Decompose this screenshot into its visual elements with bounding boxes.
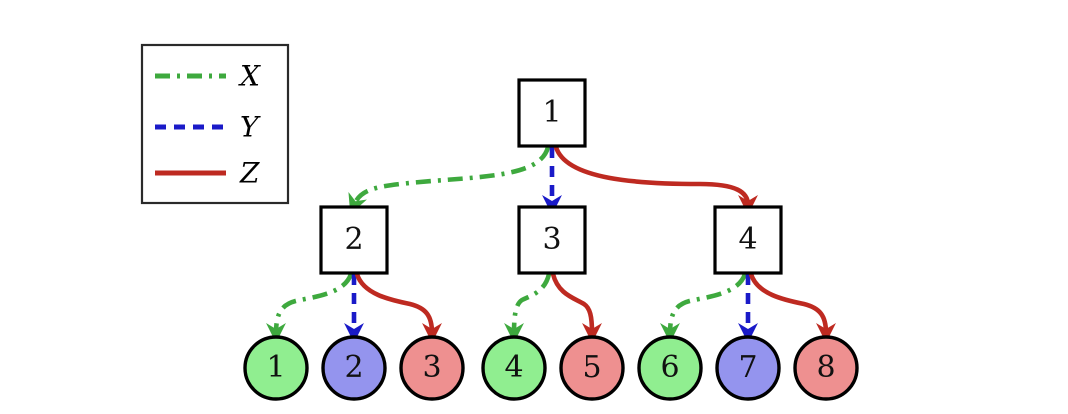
legend-frame <box>140 43 290 205</box>
circle-5-label: 5 <box>582 350 601 385</box>
edge-box3-circle5 <box>550 273 602 343</box>
circle-7-shape <box>715 335 781 401</box>
circle-3-shape <box>399 335 465 401</box>
legend-layer: XYZ <box>140 43 290 205</box>
circle-6-label: 6 <box>660 350 679 385</box>
circle-2-label: 2 <box>344 350 363 385</box>
box-3-shape <box>517 205 587 275</box>
box-2-shape <box>319 205 389 275</box>
edge-box2-circle3 <box>354 273 442 343</box>
box-2-label: 2 <box>344 222 363 257</box>
circle-4-label: 4 <box>504 350 523 385</box>
circle-6-shape <box>637 335 703 401</box>
edge-box2-circle1 <box>266 273 354 343</box>
legend-label-z: Z <box>239 157 260 190</box>
circle-4-shape <box>481 335 547 401</box>
circle-7-label: 7 <box>738 350 757 385</box>
legend-label-y: Y <box>240 111 261 144</box>
node-circle-8[interactable]: 8 <box>793 335 859 401</box>
legend-label-x: X <box>238 60 261 93</box>
node-circle-5[interactable]: 5 <box>559 335 625 401</box>
node-circle-3[interactable]: 3 <box>399 335 465 401</box>
node-layer: 1 2 3 4 1 2 3 4 5 6 7 8 <box>243 78 859 401</box>
circle-2-shape <box>321 335 387 401</box>
node-circle-4[interactable]: 4 <box>481 335 547 401</box>
circle-3-label: 3 <box>422 350 441 385</box>
node-circle-6[interactable]: 6 <box>637 335 703 401</box>
edge-box4-circle6 <box>660 273 748 343</box>
node-box-1[interactable]: 1 <box>517 78 587 148</box>
circle-8-shape <box>793 335 859 401</box>
box-3-label: 3 <box>542 222 561 257</box>
box-1-shape <box>517 78 587 148</box>
node-box-4[interactable]: 4 <box>713 205 783 275</box>
node-circle-2[interactable]: 2 <box>321 335 387 401</box>
node-circle-1[interactable]: 1 <box>243 335 309 401</box>
node-circle-7[interactable]: 7 <box>715 335 781 401</box>
box-4-label: 4 <box>738 222 757 257</box>
circle-5-shape <box>559 335 625 401</box>
edge-box1-box2 <box>348 146 551 215</box>
node-box-3[interactable]: 3 <box>517 205 587 275</box>
circle-8-label: 8 <box>816 350 835 385</box>
box-1-label: 1 <box>542 95 561 130</box>
edge-layer <box>266 146 836 343</box>
circle-1-shape <box>243 335 309 401</box>
node-box-2[interactable]: 2 <box>319 205 389 275</box>
edge-box1-box4 <box>553 146 758 215</box>
edge-box4-circle8 <box>748 273 836 343</box>
edge-box3-circle4 <box>504 273 552 343</box>
circle-1-label: 1 <box>266 350 285 385</box>
box-4-shape <box>713 205 783 275</box>
